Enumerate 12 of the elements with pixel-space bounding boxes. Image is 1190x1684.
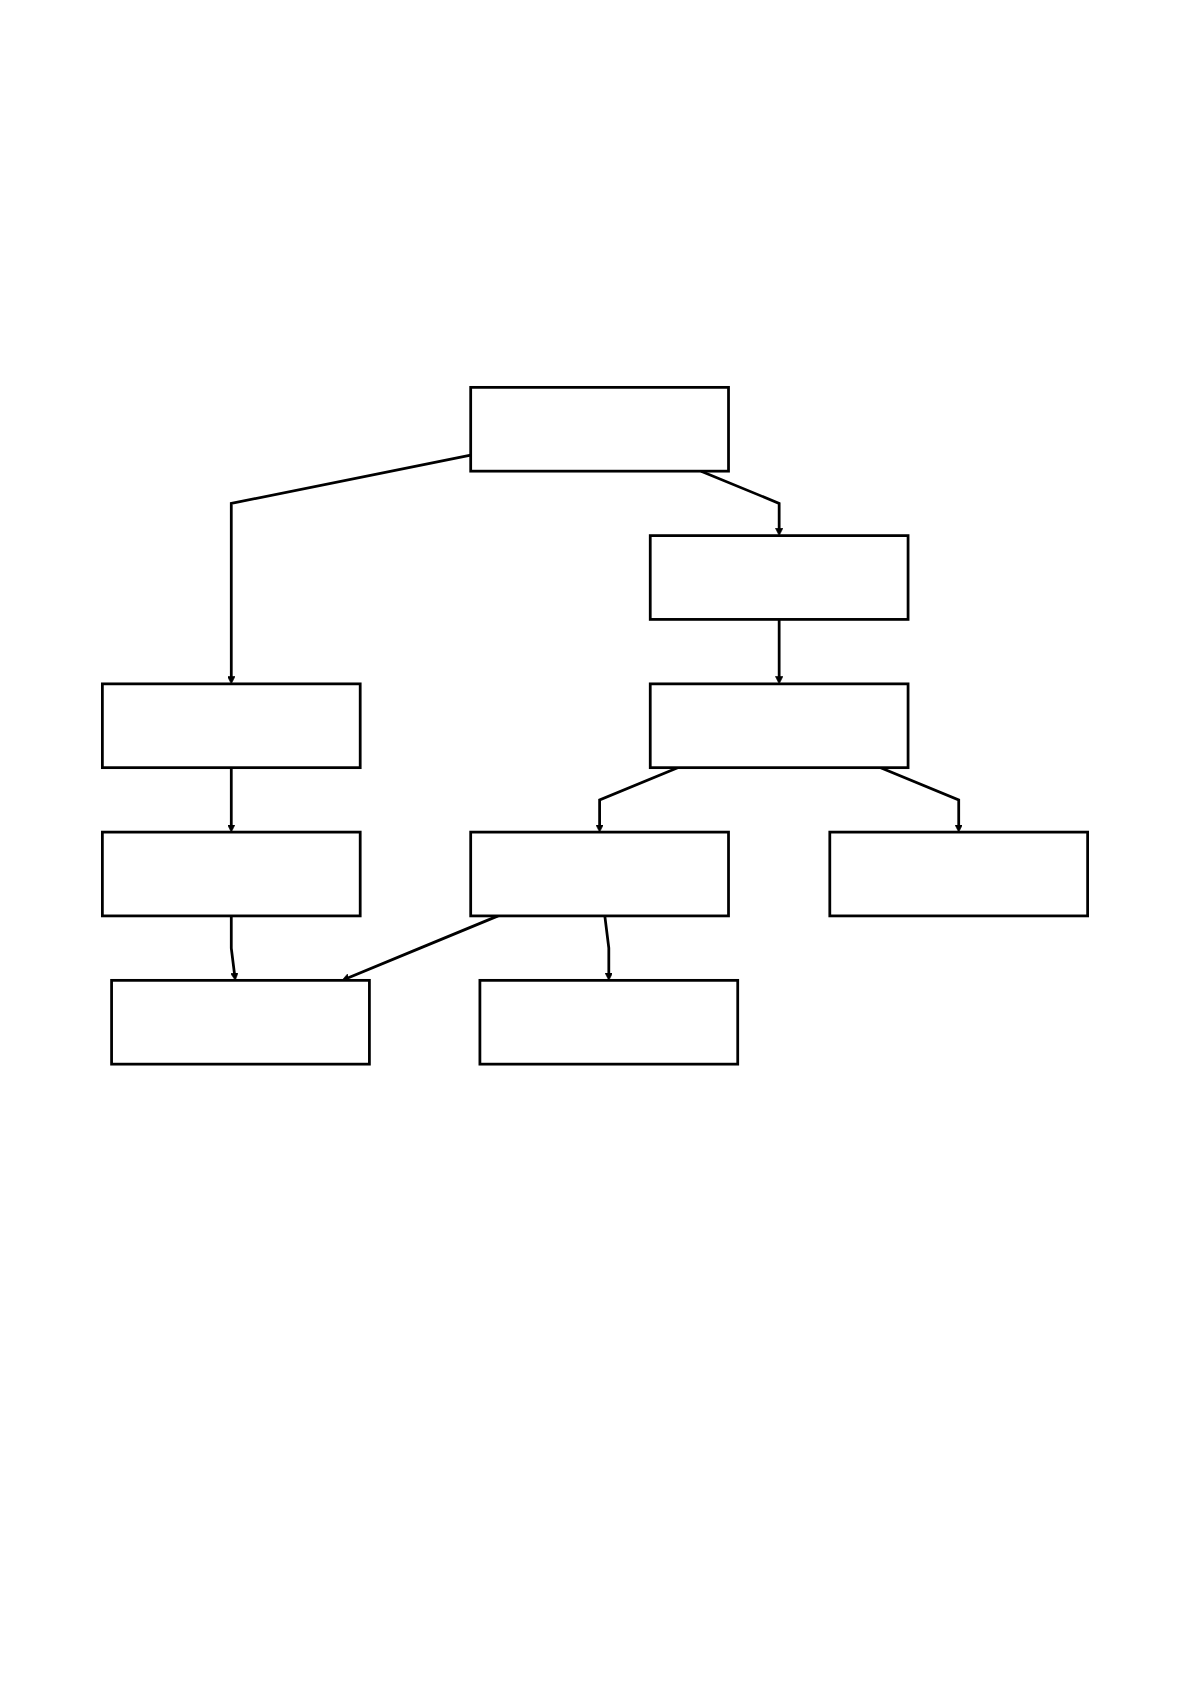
process-box bbox=[469, 830, 730, 918]
process-box bbox=[828, 830, 1089, 918]
arrow bbox=[227, 767, 236, 833]
process-box bbox=[110, 979, 371, 1066]
arrow bbox=[603, 915, 613, 981]
process-box bbox=[648, 534, 910, 621]
process-box bbox=[101, 830, 362, 918]
arrow bbox=[229, 915, 239, 981]
process-box bbox=[101, 682, 362, 770]
process-box bbox=[478, 979, 740, 1066]
process-box bbox=[648, 682, 910, 770]
process-box bbox=[469, 386, 730, 473]
